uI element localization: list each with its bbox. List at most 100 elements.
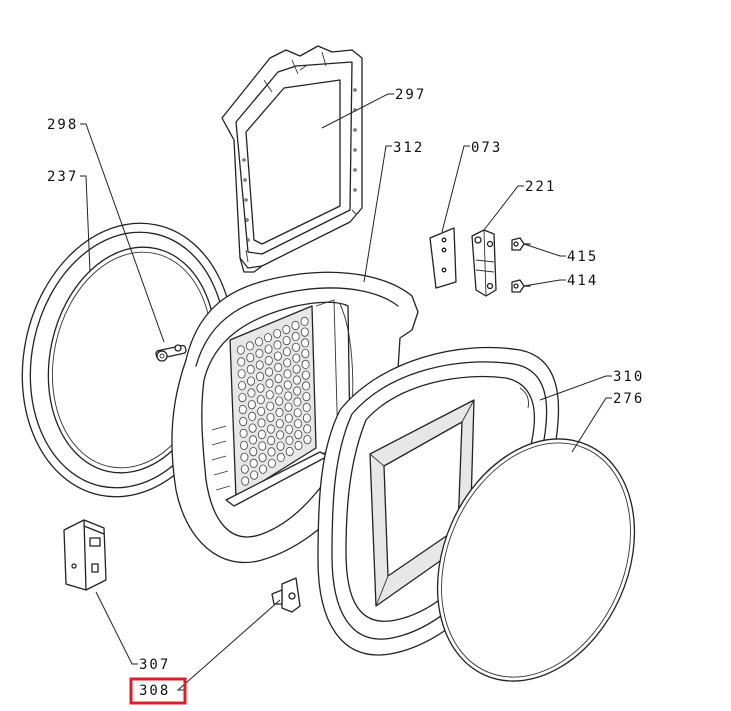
- grille-hole: [275, 396, 284, 406]
- grille-hole: [237, 381, 246, 391]
- grille-hole: [256, 383, 265, 393]
- leader-415: [523, 243, 566, 257]
- grille-hole: [273, 328, 282, 339]
- grille-hole: [285, 446, 294, 457]
- grille-hole: [238, 404, 247, 415]
- grille-hole: [274, 362, 283, 372]
- label-308: 308: [139, 683, 170, 699]
- part-415-screw[interactable]: [511, 237, 531, 251]
- grille-hole: [300, 327, 309, 337]
- grille-hole: [246, 376, 255, 386]
- grille-hole: [267, 435, 276, 446]
- grille-hole: [257, 406, 266, 416]
- part-414-screw[interactable]: [511, 279, 531, 293]
- grille-hole: [255, 360, 264, 370]
- grille-hole: [284, 402, 293, 412]
- grille-hole: [292, 375, 301, 385]
- grille-hole: [250, 470, 259, 480]
- label-298: 298: [47, 117, 78, 133]
- grille-hole: [293, 397, 302, 407]
- grille-hole: [282, 335, 291, 346]
- grille-hole: [249, 458, 258, 468]
- grille-hole: [283, 369, 292, 379]
- grille-hole: [240, 464, 249, 474]
- grille-hole: [273, 340, 282, 350]
- grille-hole: [265, 378, 274, 388]
- part-073-latch-plate[interactable]: [429, 227, 457, 289]
- grille-hole: [291, 342, 300, 352]
- grille-hole: [246, 364, 255, 374]
- grille-hole: [301, 359, 310, 369]
- part-312-grille-holes: [236, 316, 312, 486]
- grille-hole: [291, 331, 300, 341]
- grille-hole: [294, 440, 303, 451]
- grille-hole: [236, 345, 245, 355]
- part-labels: 297 298 237 312 073 221 415 414 310 276 …: [47, 87, 644, 705]
- grille-hole: [246, 352, 255, 363]
- grille-hole: [264, 344, 273, 354]
- grille-hole: [301, 338, 310, 348]
- part-297-filter-frame[interactable]: [221, 45, 363, 273]
- grille-hole: [245, 341, 254, 351]
- label-297: 297: [395, 87, 426, 103]
- grille-hole: [248, 435, 257, 445]
- grille-hole: [247, 399, 256, 410]
- grille-hole: [293, 419, 302, 429]
- grille-hole: [283, 380, 292, 390]
- label-308-highlight-box: [129, 677, 187, 705]
- grille-hole: [237, 357, 246, 367]
- part-307-hinge-block[interactable]: [63, 519, 107, 591]
- grille-hole: [237, 369, 246, 379]
- grille-hole: [258, 441, 267, 451]
- grille-hole: [303, 434, 312, 445]
- leader-237: [80, 175, 91, 273]
- leader-297: [321, 93, 394, 129]
- grille-hole: [239, 416, 248, 427]
- grille-hole: [276, 441, 285, 451]
- part-221-hinge-bracket[interactable]: [471, 229, 497, 297]
- grille-hole: [302, 402, 311, 412]
- grille-hole: [257, 429, 266, 440]
- leader-310: [539, 375, 612, 401]
- label-307: 307: [139, 657, 170, 673]
- grille-hole: [303, 424, 312, 434]
- grille-hole: [284, 413, 293, 423]
- grille-hole: [258, 464, 267, 474]
- part-298-hinge-pin[interactable]: [155, 344, 187, 362]
- grille-hole: [274, 385, 283, 395]
- grille-hole: [255, 348, 264, 358]
- leader-221: [483, 185, 524, 231]
- grille-hole: [241, 476, 250, 486]
- grille-hole: [265, 390, 274, 400]
- grille-hole: [267, 447, 276, 457]
- grille-hole: [301, 370, 310, 380]
- grille-hole: [265, 367, 274, 377]
- part-276-glass-disc[interactable]: [401, 407, 672, 711]
- label-276: 276: [613, 391, 644, 407]
- grille-hole: [285, 424, 294, 434]
- leader-308: [176, 599, 281, 691]
- grille-hole: [267, 458, 276, 468]
- part-312-inner-door-panel[interactable]: [171, 271, 419, 564]
- grille-hole: [301, 348, 310, 359]
- grille-hole: [239, 440, 248, 450]
- grille-hole: [256, 371, 265, 382]
- grille-hole: [264, 333, 273, 343]
- part-308-hinge-plate[interactable]: [271, 577, 301, 613]
- grille-hole: [293, 408, 302, 418]
- grille-hole: [273, 351, 282, 361]
- label-415: 415: [567, 249, 598, 265]
- grille-hole: [282, 324, 291, 335]
- grille-hole: [276, 452, 285, 462]
- grille-hole: [275, 418, 284, 429]
- grille-hole: [294, 429, 303, 440]
- label-310: 310: [613, 369, 644, 385]
- leader-414: [523, 279, 566, 287]
- grille-hole: [285, 435, 294, 445]
- grille-hole: [258, 452, 267, 463]
- label-073: 073: [471, 140, 502, 156]
- grille-hole: [238, 392, 247, 403]
- grille-hole: [302, 381, 311, 391]
- grille-hole: [266, 412, 275, 423]
